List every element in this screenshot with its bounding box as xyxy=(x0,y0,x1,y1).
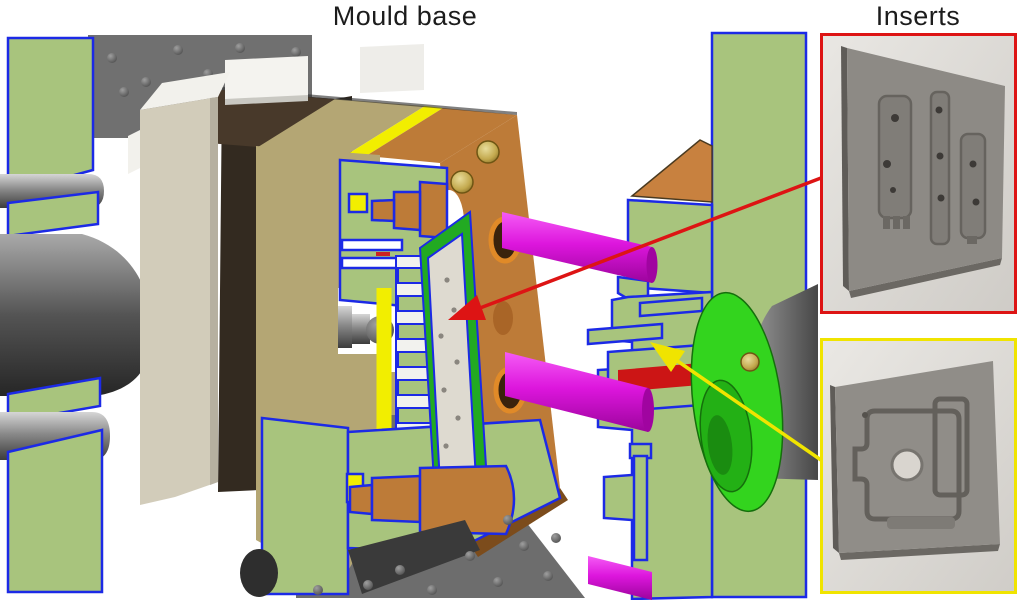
inserts-title: Inserts xyxy=(875,1,961,31)
insert-photo-core-side xyxy=(820,33,1017,314)
platen-shadow xyxy=(348,520,480,594)
top-white-slabs xyxy=(225,44,424,105)
cavity-side-insert-plate-photo xyxy=(823,341,1014,591)
sprue-bushing-bottom xyxy=(345,464,516,536)
mould-base-illustration xyxy=(0,31,818,600)
spacer-block-cream xyxy=(128,72,230,505)
center-hole xyxy=(890,448,924,482)
injection-unit-left xyxy=(0,36,152,594)
slot-holes xyxy=(883,106,980,206)
core-side-insert-plate-photo xyxy=(823,36,1014,311)
machined-slots xyxy=(877,90,987,246)
machined-grooves xyxy=(852,396,970,522)
slot-tabs xyxy=(883,216,977,244)
mould-base-title: Mould base xyxy=(332,1,478,31)
insert-photo-cavity-side xyxy=(820,338,1017,594)
guide-pillar-bottom xyxy=(505,352,654,432)
ejector-rod xyxy=(588,556,652,600)
platen-bottom-detail xyxy=(240,515,561,597)
